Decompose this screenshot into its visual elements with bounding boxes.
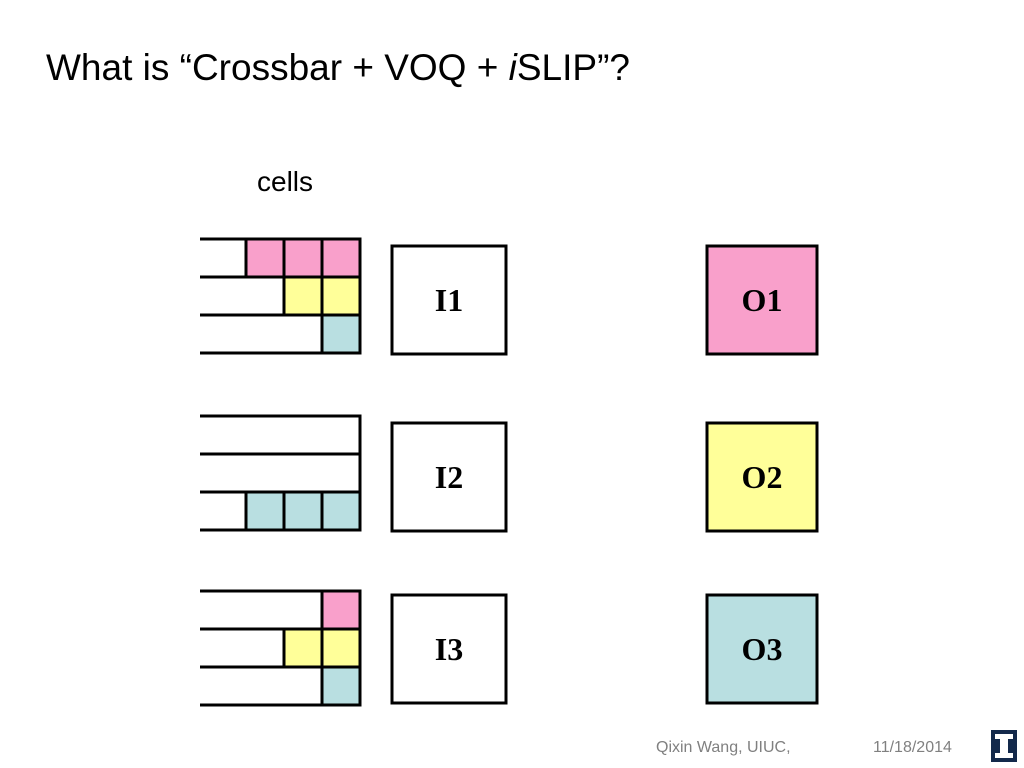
voq-group-1	[200, 237, 362, 355]
voq-cell	[282, 237, 324, 279]
voq-cell	[320, 627, 362, 669]
title-text-pre: What is “Crossbar + VOQ +	[46, 47, 509, 88]
output-port-2	[705, 421, 819, 533]
output-port-3	[705, 593, 819, 705]
voq-cell	[320, 313, 362, 355]
input-port-2	[390, 421, 508, 533]
voq-cell	[282, 490, 324, 532]
output-port-1	[705, 244, 819, 356]
voq-cell	[244, 237, 286, 279]
input-port-label: I2	[435, 459, 463, 495]
title-text-italic: i	[508, 47, 517, 88]
voq-cell	[282, 275, 324, 317]
slide-title: What is “Crossbar + VOQ + iSLIP”?	[46, 46, 630, 90]
footer-date: 11/18/2014	[873, 739, 952, 756]
output-port-label: O3	[742, 631, 783, 667]
voq-group-2	[200, 414, 362, 532]
voq-cell	[320, 589, 362, 631]
input-port-3	[390, 593, 508, 705]
university-i-logo-icon	[991, 730, 1017, 762]
output-port-label: O1	[742, 282, 783, 318]
input-port-1	[390, 244, 508, 356]
voq-cell	[282, 627, 324, 669]
footer-author: Qixin Wang, UIUC,	[656, 739, 791, 756]
voq-cell	[320, 665, 362, 707]
cells-label: cells	[257, 166, 314, 197]
voq-cell	[320, 275, 362, 317]
voq-group-3	[200, 589, 362, 707]
voq-cell	[320, 237, 362, 279]
input-port-label: I1	[435, 282, 463, 318]
voq-cell	[320, 490, 362, 532]
input-port-label: I3	[435, 631, 463, 667]
title-text-post: SLIP”?	[516, 47, 630, 88]
voq-layer	[200, 237, 362, 707]
voq-cell	[244, 490, 286, 532]
output-port-label: O2	[742, 459, 783, 495]
